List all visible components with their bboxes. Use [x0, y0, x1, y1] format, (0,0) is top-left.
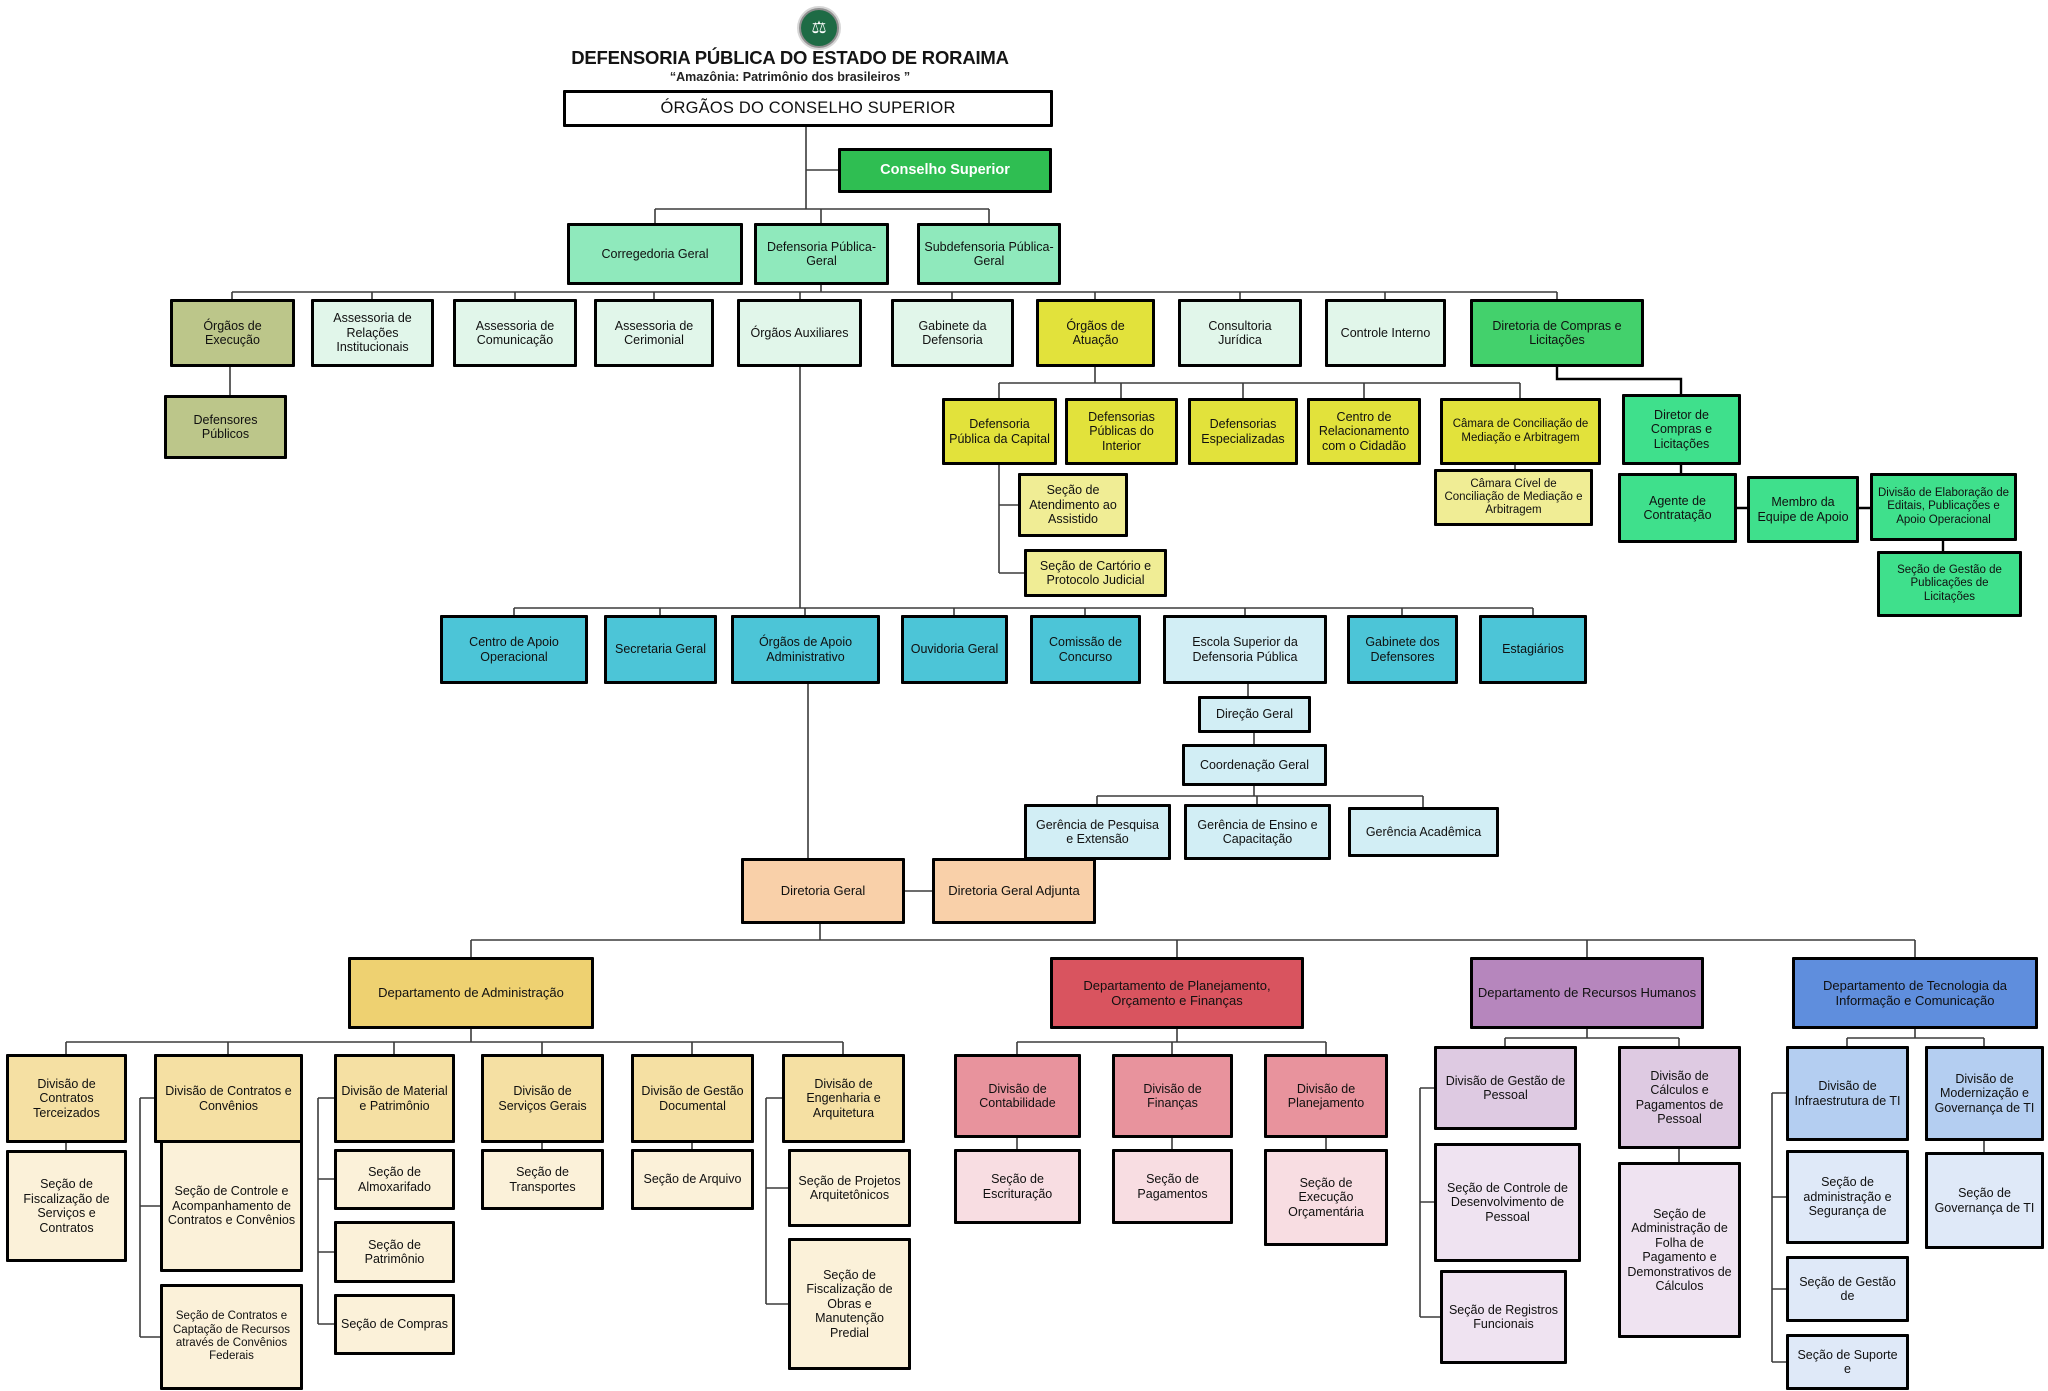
- node-divisao-de-material-e-patrimonio: Divisão de Material e Patrimônio: [334, 1054, 455, 1143]
- node-diretoria-geral-adjunta: Diretoria Geral Adjunta: [932, 858, 1096, 924]
- node-secao-de-arquivo: Seção de Arquivo: [631, 1149, 754, 1210]
- node-secao-de-cartorio-e-protocolo-judicial: Seção de Cartório e Protocolo Judicial: [1024, 549, 1167, 597]
- node-secao-de-gestao-de-publicacoes-de-licitacoes: Seção de Gestão de Publicações de Licita…: [1877, 551, 2022, 617]
- node-secao-de-governanca-de-ti: Seção de Governança de TI: [1925, 1152, 2044, 1249]
- node-secao-de-escrituracao: Seção de Escrituração: [954, 1149, 1081, 1224]
- node-divisao-de-gestao-de-pessoal: Divisão de Gestão de Pessoal: [1434, 1046, 1577, 1130]
- node-diretor-de-compras-e-licitacoes: Diretor de Compras e Licitações: [1622, 394, 1741, 465]
- node-divisao-de-financas: Divisão de Finanças: [1112, 1054, 1233, 1138]
- node-orgaos-de-apoio-administrativo: Órgãos de Apoio Administrativo: [731, 615, 880, 684]
- node-defensorias-publicas-do-interior: Defensorias Públicas do Interior: [1065, 398, 1178, 465]
- node-ouvidoria-geral: Ouvidoria Geral: [901, 615, 1008, 684]
- node-departamento-de-recursos-humanos: Departamento de Recursos Humanos: [1470, 957, 1704, 1029]
- node-defensoria-publica-geral: Defensoria Pública-Geral: [754, 223, 889, 285]
- node-assessoria-comunicacao: Assessoria de Comunicação: [453, 299, 577, 367]
- node-escola-superior-da-defensoria-publica: Escola Superior da Defensoria Pública: [1163, 615, 1327, 684]
- node-membro-da-equipe-de-apoio: Membro da Equipe de Apoio: [1747, 476, 1859, 543]
- node-secao-de-compras: Seção de Compras: [334, 1294, 455, 1355]
- node-departamento-de-planejamento-orcamento-e-financas: Departamento de Planejamento, Orçamento …: [1050, 957, 1304, 1029]
- node-camara-de-conciliacao-de-mediacao-e-arbitragem: Câmara de Conciliação de Mediação e Arbi…: [1440, 398, 1601, 465]
- node-divisao-de-gestao-documental: Divisão de Gestão Documental: [631, 1054, 754, 1143]
- node-controle-interno: Controle Interno: [1325, 299, 1446, 367]
- node-gabinete-dos-defensores: Gabinete dos Defensores: [1347, 615, 1458, 684]
- node-conselho-superior: Conselho Superior: [838, 148, 1052, 193]
- node-secao-de-projetos-arquitetonicos: Seção de Projetos Arquitetônicos: [788, 1149, 911, 1227]
- node-centro-de-apoio-operacional: Centro de Apoio Operacional: [440, 615, 588, 684]
- node-diretoria-geral: Diretoria Geral: [741, 858, 905, 924]
- node-divisao-de-engenharia-e-arquitetura: Divisão de Engenharia e Arquitetura: [782, 1054, 905, 1143]
- node-secao-de-registros-funcionais: Seção de Registros Funcionais: [1440, 1270, 1567, 1364]
- node-secao-de-pagamentos: Seção de Pagamentos: [1112, 1149, 1233, 1224]
- node-divisao-de-modernizacao-e-governanca-de-ti: Divisão de Modernização e Governança de …: [1925, 1046, 2044, 1141]
- node-secao-de-patrimonio: Seção de Patrimônio: [334, 1221, 455, 1283]
- node-divisao-de-contratos-terceizados: Divisão de Contratos Terceizados: [6, 1054, 127, 1143]
- node-divisao-de-contratos-e-convenios: Divisão de Contratos e Convênios: [154, 1054, 303, 1143]
- node-secao-de-almoxarifado: Seção de Almoxarifado: [334, 1149, 455, 1210]
- node-consultoria-juridica: Consultoria Jurídica: [1178, 299, 1302, 367]
- node-secretaria-geral: Secretaria Geral: [604, 615, 717, 684]
- node-secao-de-gestao-de: Seção de Gestão de: [1786, 1256, 1909, 1322]
- node-comissao-de-concurso: Comissão de Concurso: [1030, 615, 1141, 684]
- node-secao-de-suporte-e: Seção de Suporte e: [1786, 1334, 1909, 1390]
- node-diretoria-de-compras-e-licitacoes: Diretoria de Compras e Licitações: [1470, 299, 1644, 367]
- org-title: DEFENSORIA PÚBLICA DO ESTADO DE RORAIMA: [571, 47, 1009, 68]
- node-secao-de-execucao-orcamentaria: Seção de Execução Orçamentária: [1264, 1149, 1388, 1246]
- node-assessoria-cerimonial: Assessoria de Cerimonial: [594, 299, 714, 367]
- node-departamento-de-administracao: Departamento de Administração: [348, 957, 594, 1029]
- node-assessoria-relacoes-institucionais: Assessoria de Relações Institucionais: [311, 299, 434, 367]
- node-defensoria-publica-da-capital: Defensoria Pública da Capital: [942, 398, 1057, 465]
- node-orgaos-de-atuacao: Órgãos de Atuação: [1036, 299, 1155, 367]
- node-secao-de-atendimento-ao-assistido: Seção de Atendimento ao Assistido: [1018, 473, 1128, 537]
- node-secao-de-contratos-e-captacao-de-recursos: Seção de Contratos e Captação de Recurso…: [160, 1284, 303, 1390]
- node-divisao-de-servicos-gerais: Divisão de Serviços Gerais: [481, 1054, 604, 1143]
- node-defensorias-especializadas: Defensorias Especializadas: [1188, 398, 1298, 465]
- node-divisao-de-planejamento: Divisão de Planejamento: [1264, 1054, 1388, 1138]
- org-motto: “Amazônia: Patrimônio dos brasileiros ”: [669, 70, 911, 84]
- node-centro-de-relacionamento-com-o-cidadao: Centro de Relacionamento com o Cidadão: [1307, 398, 1421, 465]
- node-direcao-geral: Direção Geral: [1198, 696, 1311, 733]
- node-secao-de-administracao-e-seguranca: Seção de administração e Segurança de: [1786, 1150, 1909, 1244]
- node-secao-de-controle-de-desenvolvimento-de-pessoal: Seção de Controle de Desenvolvimento de …: [1434, 1143, 1581, 1262]
- node-divisao-de-infraestrutura-de-ti: Divisão de Infraestrutura de TI: [1786, 1046, 1909, 1141]
- node-secao-de-administracao-de-folha-de-pagamento: Seção de Administração de Folha de Pagam…: [1618, 1162, 1741, 1338]
- node-gerencia-de-ensino-e-capacitacao: Gerência de Ensino e Capacitação: [1184, 804, 1331, 860]
- node-divisao-de-calculos-e-pagamentos: Divisão de Cálculos e Pagamentos de Pess…: [1618, 1046, 1741, 1149]
- node-secao-de-fiscalizacao-de-obras: Seção de Fiscalização de Obras e Manuten…: [788, 1238, 911, 1370]
- node-agente-de-contratacao: Agente de Contratação: [1618, 473, 1737, 543]
- node-gerencia-de-pesquisa-e-extensao: Gerência de Pesquisa e Extensão: [1024, 804, 1171, 860]
- node-gabinete-da-defensoria: Gabinete da Defensoria: [891, 299, 1014, 367]
- org-logo: ⚖: [799, 8, 839, 48]
- node-estagiarios: Estagiários: [1479, 615, 1587, 684]
- node-orgaos-de-execucao: Órgãos de Execução: [170, 299, 295, 367]
- node-secao-de-controle-e-acompanhamento: Seção de Controle e Acompanhamento de Co…: [160, 1140, 303, 1272]
- node-divisao-de-contabilidade: Divisão de Contabilidade: [954, 1054, 1081, 1138]
- node-secao-de-fiscalizacao-de-servicos-e-contratos: Seção de Fiscalização de Serviços e Cont…: [6, 1150, 127, 1262]
- node-secao-de-transportes: Seção de Transportes: [481, 1149, 604, 1210]
- node-corregedoria-geral: Corregedoria Geral: [567, 223, 743, 285]
- banner-orgaos-do-conselho-superior: ÓRGÃOS DO CONSELHO SUPERIOR: [563, 90, 1053, 127]
- node-orgaos-auxiliares: Órgãos Auxiliares: [737, 299, 862, 367]
- node-divisao-de-elaboracao-de-editais: Divisão de Elaboração de Editais, Public…: [1870, 473, 2017, 541]
- node-subdefensoria-publica-geral: Subdefensoria Pública-Geral: [917, 223, 1061, 285]
- node-camara-civel-de-conciliacao: Câmara Cível de Conciliação de Mediação …: [1434, 469, 1593, 526]
- scales-of-justice-icon: ⚖: [811, 18, 827, 37]
- node-gerencia-academica: Gerência Acadêmica: [1348, 807, 1499, 857]
- node-defensores-publicos: Defensores Públicos: [164, 395, 287, 459]
- node-coordenacao-geral: Coordenação Geral: [1182, 744, 1327, 786]
- node-departamento-de-tecnologia-da-informacao: Departamento de Tecnologia da Informação…: [1792, 957, 2038, 1029]
